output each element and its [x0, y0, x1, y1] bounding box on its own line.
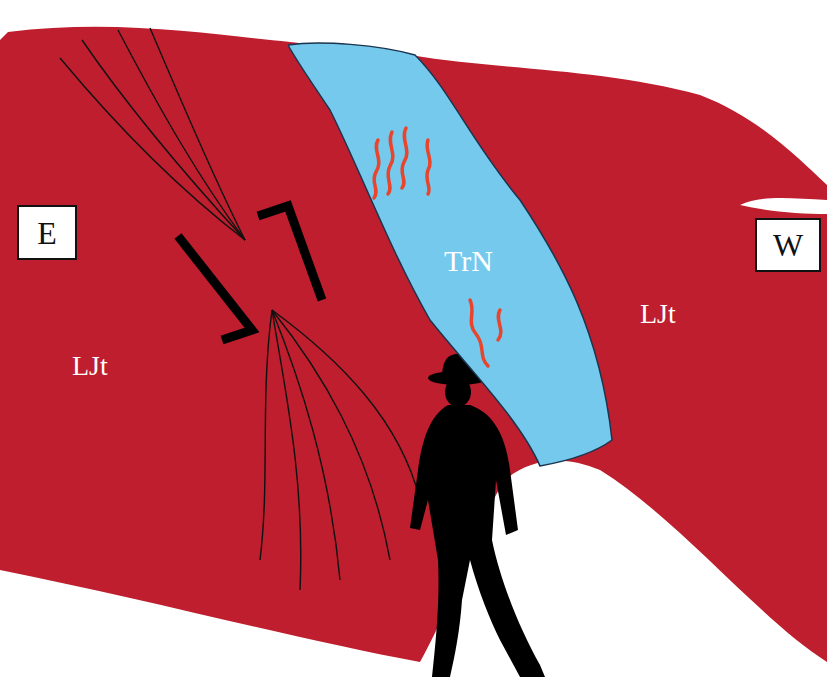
unit-label: LJt	[72, 352, 108, 380]
unit-label: LJt	[640, 300, 676, 328]
compass-box: E	[17, 205, 77, 260]
rock-notch	[740, 198, 827, 214]
compass-box: W	[755, 218, 821, 272]
fault-arrows	[178, 206, 322, 340]
ljt-rock-body	[0, 27, 827, 662]
unit-label: W	[773, 229, 803, 261]
unit-label: E	[37, 217, 57, 249]
unit-label: TrN	[444, 246, 493, 276]
trn-unit: TrN	[288, 40, 618, 472]
